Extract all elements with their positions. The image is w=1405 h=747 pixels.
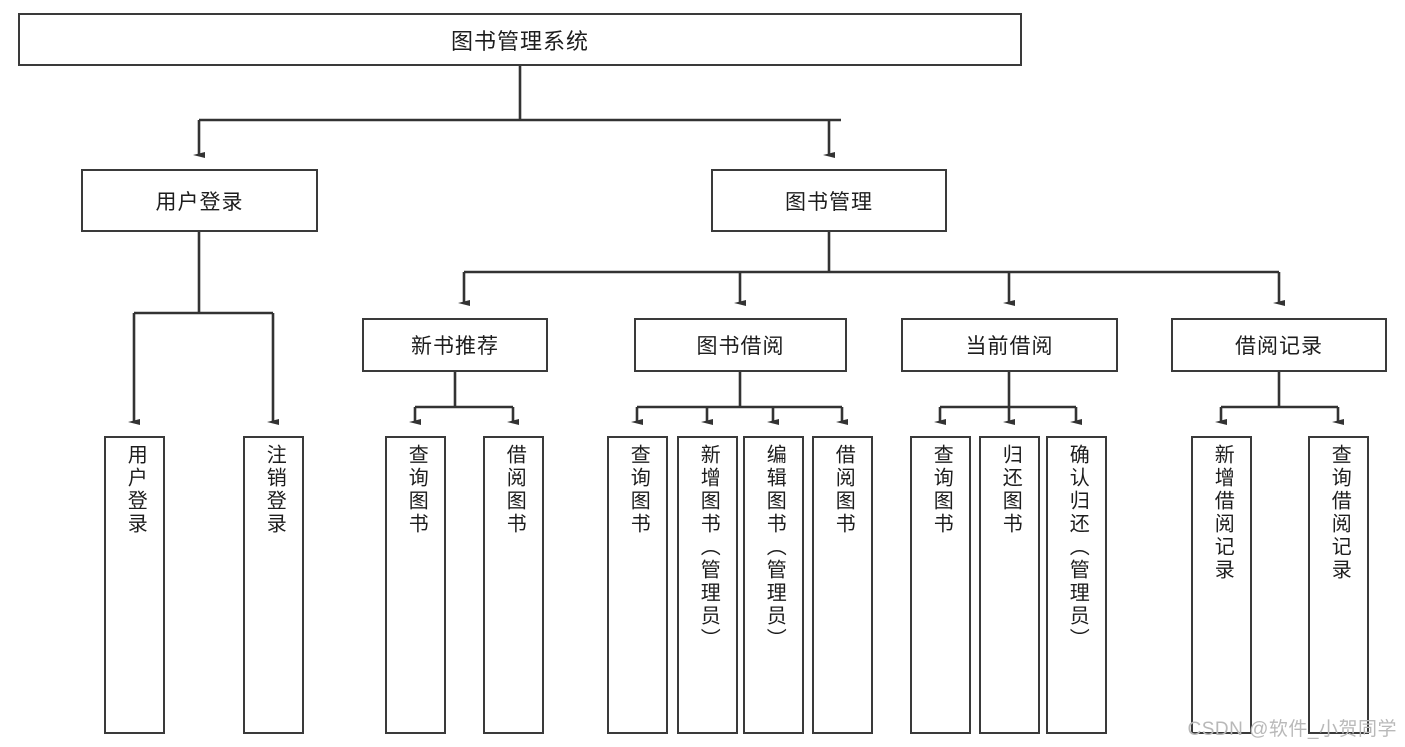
node-leaf-add-book[interactable]: 新增图书（管理员） <box>677 436 738 734</box>
node-leaf-query-book-1-label: 查询图书 <box>405 444 428 536</box>
node-leaf-return-book-label: 归还图书 <box>999 444 1022 536</box>
node-user-login[interactable]: 用户登录 <box>81 169 318 232</box>
node-leaf-borrow-book-1-label: 借阅图书 <box>503 444 526 536</box>
node-book-manage-label: 图书管理 <box>785 190 873 214</box>
node-leaf-return-book[interactable]: 归还图书 <box>979 436 1040 734</box>
node-leaf-query-book-2-label: 查询图书 <box>627 444 650 536</box>
node-leaf-user-login[interactable]: 用户登录 <box>104 436 165 734</box>
node-leaf-confirm-return-label: 确认归还（管理员） <box>1066 444 1089 651</box>
node-leaf-query-book-3[interactable]: 查询图书 <box>910 436 971 734</box>
node-book-manage[interactable]: 图书管理 <box>711 169 947 232</box>
node-leaf-query-record[interactable]: 查询借阅记录 <box>1308 436 1369 734</box>
node-leaf-query-record-label: 查询借阅记录 <box>1328 444 1351 582</box>
watermark-text: CSDN @软件_小贺同学 <box>1187 719 1397 740</box>
node-current-borrow-label: 当前借阅 <box>965 335 1054 358</box>
node-leaf-borrow-book-1[interactable]: 借阅图书 <box>483 436 544 734</box>
node-book-borrow[interactable]: 图书借阅 <box>634 318 847 372</box>
node-borrow-record-label: 借阅记录 <box>1235 335 1323 358</box>
node-leaf-query-book-2[interactable]: 查询图书 <box>607 436 668 734</box>
node-leaf-user-login-label: 用户登录 <box>124 444 147 536</box>
node-user-login-label: 用户登录 <box>155 190 244 214</box>
node-leaf-edit-book[interactable]: 编辑图书（管理员） <box>743 436 804 734</box>
node-leaf-borrow-book-2-label: 借阅图书 <box>832 444 855 536</box>
node-book-borrow-label: 图书借阅 <box>696 335 785 358</box>
node-leaf-logout-label: 注销登录 <box>263 444 286 536</box>
node-new-book-rec[interactable]: 新书推荐 <box>362 318 548 372</box>
node-new-book-rec-label: 新书推荐 <box>411 335 499 358</box>
node-leaf-edit-book-label: 编辑图书（管理员） <box>763 444 786 651</box>
node-borrow-record[interactable]: 借阅记录 <box>1171 318 1387 372</box>
node-leaf-query-book-1[interactable]: 查询图书 <box>385 436 446 734</box>
node-leaf-borrow-book-2[interactable]: 借阅图书 <box>812 436 873 734</box>
node-leaf-query-book-3-label: 查询图书 <box>930 444 953 536</box>
node-leaf-logout[interactable]: 注销登录 <box>243 436 304 734</box>
node-root-label: 图书管理系统 <box>450 28 589 54</box>
node-current-borrow[interactable]: 当前借阅 <box>901 318 1118 372</box>
node-leaf-add-book-label: 新增图书（管理员） <box>697 444 720 651</box>
node-leaf-confirm-return[interactable]: 确认归还（管理员） <box>1046 436 1107 734</box>
node-root[interactable]: 图书管理系统 <box>18 13 1022 66</box>
node-leaf-add-record-label: 新增借阅记录 <box>1211 444 1234 582</box>
node-leaf-add-record[interactable]: 新增借阅记录 <box>1191 436 1252 734</box>
